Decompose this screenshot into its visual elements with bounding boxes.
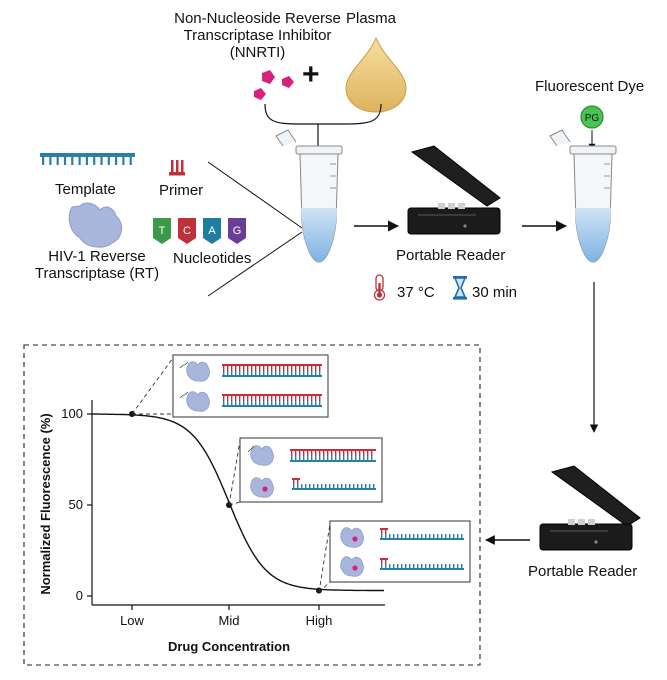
- rt-enzyme-icon: [186, 361, 210, 382]
- portable-reader-icon: [407, 145, 501, 235]
- dye-badge-icon: [580, 105, 604, 129]
- y-tick-label: 0: [76, 588, 83, 603]
- result-panel: [23, 344, 481, 666]
- hiv-rt-enzyme-icon: [68, 202, 122, 248]
- synthesized-strand: [222, 364, 322, 366]
- primer-strand: [380, 558, 388, 560]
- nnrti-label: Non-Nucleoside Reverse Transcriptase Inh…: [174, 10, 341, 61]
- template-strand: [380, 538, 464, 540]
- rt-enzyme-icon: [250, 445, 274, 466]
- y-tick-label: 100: [61, 406, 83, 421]
- nnrti-bound-icon: [352, 565, 358, 571]
- template-strand: [222, 375, 322, 377]
- hourglass-icon: [453, 276, 467, 300]
- template-strand-icon: [40, 153, 135, 165]
- x-tick-label: Mid: [219, 613, 240, 628]
- portable-reader-bottom-icon: [539, 465, 641, 551]
- nucleotides-label: Nucleotides: [173, 250, 252, 267]
- merge-bracket: [264, 103, 382, 125]
- nnrti-bound-icon: [352, 536, 358, 542]
- portable-reader-top-label: Portable Reader: [396, 247, 506, 264]
- plasma-label: Plasma: [346, 10, 397, 27]
- inset-high-concentration: [329, 520, 471, 583]
- x-tick-label: High: [306, 613, 333, 628]
- plus-sign: +: [302, 58, 320, 91]
- template-strand: [290, 460, 376, 462]
- hiv-rt-label: HIV-1 Reverse Transcriptase (RT): [34, 248, 160, 282]
- primer-strand: [292, 478, 300, 480]
- primer-icon: [169, 160, 185, 176]
- inset-connectors: [131, 357, 331, 593]
- rt-enzyme-icon: [250, 477, 274, 498]
- template-strand: [380, 568, 464, 570]
- template-label: Template: [55, 181, 116, 198]
- y-axis-label: Normalized Fluorescence (%): [38, 413, 53, 594]
- funnel-line-bottom: [207, 231, 303, 297]
- primer-strand: [380, 528, 388, 530]
- dose-response-chart: 0 50 100 Low Mid High Normalized Fluorescenc…: [38, 400, 385, 654]
- synthesized-strand: [290, 449, 376, 451]
- y-tick-label: 50: [69, 497, 83, 512]
- plasma-drop-icon: [345, 36, 407, 113]
- nnrti-molecules-icon: [254, 70, 294, 100]
- nucleotide-c-label: C: [183, 225, 191, 237]
- template-strand: [292, 488, 376, 490]
- inset-mid-concentration: [239, 437, 383, 503]
- nucleotides-icon: T C A G: [153, 218, 246, 244]
- rt-enzyme-icon: [340, 527, 364, 548]
- temperature-label: 37 °C: [397, 284, 435, 301]
- template-strand: [222, 405, 322, 407]
- dose-response-curve: [92, 413, 384, 592]
- primer-label: Primer: [159, 182, 204, 199]
- nucleotide-t-label: T: [159, 225, 166, 237]
- nnrti-bound-icon: [262, 486, 268, 492]
- rt-enzyme-icon: [186, 391, 210, 412]
- x-tick-label: Low: [120, 613, 144, 628]
- time-label: 30 min: [472, 284, 518, 301]
- fluorescent-dye-label: Fluorescent Dye: [535, 78, 645, 95]
- synthesized-strand: [222, 394, 322, 396]
- dye-tube-icon: [549, 129, 617, 263]
- rt-enzyme-icon: [340, 556, 364, 577]
- x-axis-label: Drug Concentration: [168, 639, 290, 654]
- reaction-tube-icon: [275, 129, 343, 263]
- portable-reader-bottom-label: Portable Reader: [528, 563, 638, 580]
- nucleotide-g-label: G: [233, 225, 242, 237]
- nucleotide-a-label: A: [208, 225, 216, 237]
- funnel-line-top: [207, 161, 303, 229]
- dye-badge-label: PG: [585, 113, 600, 124]
- thermometer-icon: [373, 274, 386, 301]
- inset-low-concentration: [172, 354, 329, 418]
